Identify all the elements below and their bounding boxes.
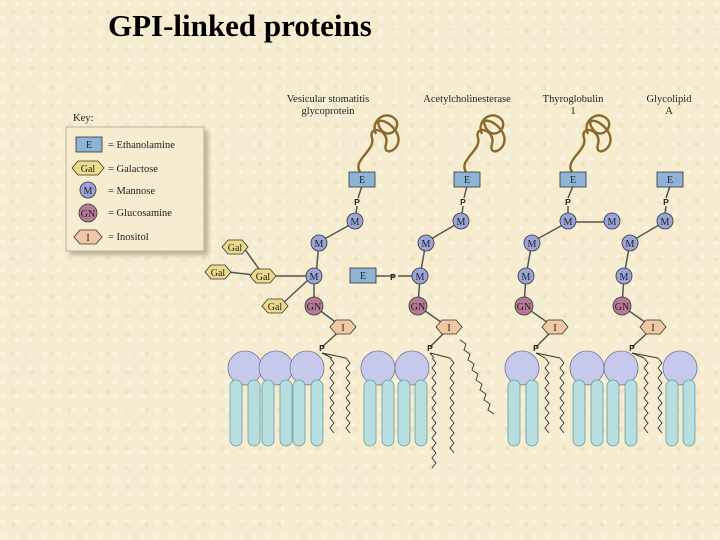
key-glucosamine-symbol-text: GN: [81, 209, 95, 220]
key-ethanolamine-symbol-text: E: [86, 140, 92, 151]
protein-label-thyroglobulin-line1: Thyroglobulin: [543, 94, 604, 105]
svg-text:P: P: [427, 343, 433, 353]
svg-text:M: M: [416, 272, 425, 283]
svg-text:GN: GN: [307, 302, 321, 313]
protein-coil-thyroglobulin: [569, 114, 612, 173]
phosphate-links: [321, 352, 659, 359]
mannose-labels: M M M M M M M M M M M M M: [310, 217, 670, 283]
svg-text:I: I: [341, 323, 344, 334]
svg-text:Gal: Gal: [211, 268, 226, 279]
svg-text:GN: GN: [615, 302, 629, 313]
lipid-bilayer: [227, 339, 698, 469]
key-inositol-symbol-text: I: [86, 233, 89, 244]
svg-text:M: M: [564, 217, 573, 228]
inositol-nodes: [329, 319, 667, 335]
protein-label-glycolipid-line1: Glycolipid: [647, 94, 693, 105]
galactose-nodes: [204, 239, 289, 314]
svg-text:P: P: [565, 197, 571, 207]
svg-text:E: E: [359, 175, 365, 186]
protein-label-glycolipid-line2: A: [665, 106, 673, 117]
svg-text:M: M: [620, 272, 629, 283]
svg-text:Gal: Gal: [256, 272, 271, 283]
svg-text:M: M: [522, 272, 531, 283]
protein-coil-vsv: [357, 114, 400, 173]
svg-text:M: M: [626, 239, 635, 250]
svg-text:GN: GN: [517, 302, 531, 313]
lipid-tails: [229, 379, 696, 447]
protein-label-vsv-line2: glycoprotein: [301, 106, 355, 117]
svg-text:I: I: [447, 323, 450, 334]
svg-text:P: P: [319, 343, 325, 353]
key-mannose-symbol-text: M: [84, 186, 93, 197]
svg-text:P: P: [629, 343, 635, 353]
svg-text:M: M: [315, 239, 324, 250]
protein-label-ache: Acetylcholinesterase: [423, 94, 511, 105]
svg-text:Gal: Gal: [228, 243, 243, 254]
key-inositol-symbol: [73, 229, 103, 245]
svg-text:I: I: [651, 323, 654, 334]
inositol-labels: I I I I: [341, 323, 654, 334]
galactose-labels: Gal Gal Gal Gal: [211, 243, 283, 313]
key-glucosamine-symbol: [78, 203, 98, 223]
svg-text:M: M: [661, 217, 670, 228]
key-inositol-label: = Inositol: [108, 232, 149, 243]
key-mannose-label: = Mannose: [108, 186, 155, 197]
svg-text:E: E: [464, 175, 470, 186]
svg-text:I: I: [553, 323, 556, 334]
key-galactose-label: = Galactose: [108, 164, 158, 175]
protein-coil-ache: [463, 114, 506, 173]
gpi-acyl-chains: [329, 339, 663, 469]
protein-label-vsv-line1: Vesicular stomatitis: [287, 94, 370, 105]
key-panel: Key: E = Ethanolamine Gal = Galactose M …: [65, 113, 205, 252]
key-ethanolamine-symbol: [75, 136, 103, 153]
glucosamine-labels: GN GN GN GN: [307, 302, 629, 313]
key-ethanolamine-label: = Ethanolamine: [108, 140, 175, 151]
svg-text:M: M: [351, 217, 360, 228]
ethanolamine-nodes: E E E E E: [348, 171, 684, 284]
key-galactose-symbol: [71, 160, 105, 176]
svg-text:M: M: [310, 272, 319, 283]
phosphate-nodes: P P P P P P P P P: [319, 197, 669, 353]
svg-text:M: M: [608, 217, 617, 228]
svg-text:P: P: [354, 197, 360, 207]
svg-text:M: M: [457, 217, 466, 228]
svg-text:P: P: [533, 343, 539, 353]
svg-text:GN: GN: [411, 302, 425, 313]
protein-label-thyroglobulin-line2: 1: [570, 106, 575, 117]
svg-text:P: P: [460, 197, 466, 207]
key-glucosamine-label: = Glucosamine: [108, 208, 172, 219]
glucosamine-nodes: [304, 296, 632, 316]
protein-coils: [357, 114, 612, 173]
page-title: GPI-linked proteins: [108, 8, 372, 43]
svg-text:E: E: [570, 175, 576, 186]
svg-text:M: M: [422, 239, 431, 250]
key-mannose-symbol: [79, 181, 97, 199]
mannose-nodes: [305, 212, 674, 285]
svg-text:E: E: [667, 175, 673, 186]
svg-text:P: P: [663, 197, 669, 207]
lipid-heads: [227, 350, 698, 386]
key-galactose-symbol-text: Gal: [81, 164, 96, 175]
svg-text:P: P: [390, 272, 396, 282]
key-heading: Key:: [73, 113, 93, 124]
svg-text:Gal: Gal: [268, 302, 283, 313]
svg-text:M: M: [528, 239, 537, 250]
svg-text:E: E: [360, 271, 366, 282]
